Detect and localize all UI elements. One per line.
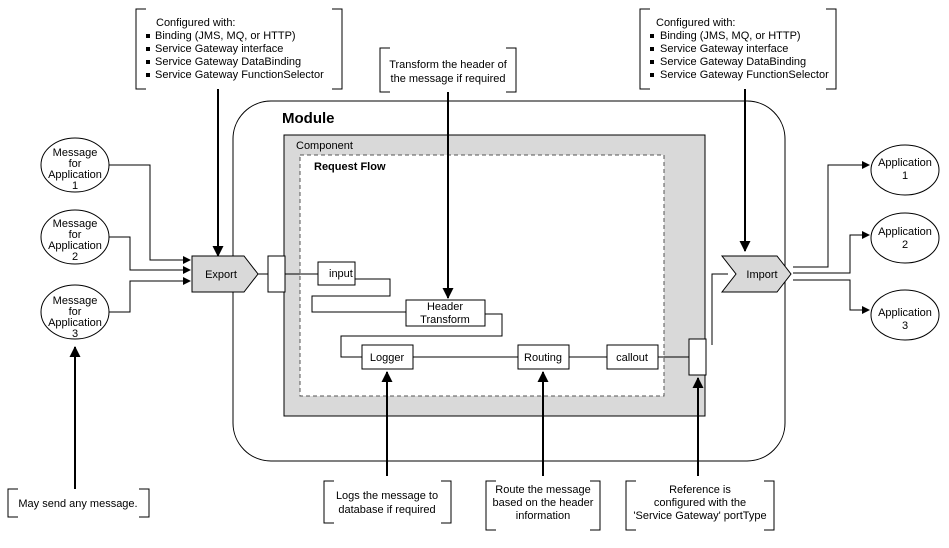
svg-text:Configured with:: Configured with:: [156, 17, 236, 29]
import-node: [720, 255, 792, 293]
reference-port: [688, 338, 707, 376]
application-3: Application 3: [870, 289, 940, 341]
routing-note: Route the message based on the header in…: [485, 480, 601, 531]
message-app2: Message for Application 2: [40, 209, 110, 265]
svg-text:for: for: [69, 158, 82, 170]
svg-text:Application: Application: [878, 226, 932, 238]
message3-arrow: [109, 277, 191, 313]
import-to-app2-arrow: [793, 231, 870, 274]
reference-note: Reference is configured with the 'Servic…: [625, 480, 775, 531]
svg-text:Service Gateway DataBinding: Service Gateway DataBinding: [155, 56, 301, 68]
message1-arrow: [109, 164, 191, 264]
callout-node: [606, 344, 659, 370]
svg-text:Binding (JMS, MQ, or HTTP): Binding (JMS, MQ, or HTTP): [155, 30, 296, 42]
svg-text:Application: Application: [48, 169, 102, 181]
svg-text:the message if required: the message if required: [391, 73, 506, 85]
logger-node: [361, 344, 414, 370]
component-label: Component: [296, 140, 353, 152]
logger-note: Logs the message to database if required: [323, 480, 452, 524]
svg-text:'Service Gateway' portType: 'Service Gateway' portType: [633, 510, 766, 522]
svg-text:Message: Message: [53, 218, 98, 230]
svg-text:Transform: Transform: [420, 314, 470, 326]
svg-text:Application: Application: [878, 157, 932, 169]
svg-text:Service Gateway interface: Service Gateway interface: [660, 43, 788, 55]
import-to-app1-arrow: [793, 161, 870, 268]
svg-text:Service Gateway FunctionSelect: Service Gateway FunctionSelector: [155, 69, 324, 81]
svg-text:May send any message.: May send any message.: [18, 498, 137, 510]
message2-arrow: [109, 236, 191, 274]
svg-text:Message: Message: [53, 295, 98, 307]
transform-to-logger-line: [340, 313, 503, 358]
application-2: Application 2: [870, 212, 940, 264]
svg-text:Configured with:: Configured with:: [656, 17, 736, 29]
svg-text:database if required: database if required: [338, 504, 435, 516]
request-flow-label: Request Flow: [314, 161, 386, 173]
svg-text:Transform the header of: Transform the header of: [389, 59, 508, 71]
any-message-note: May send any message.: [7, 488, 150, 518]
svg-text:Routing: Routing: [524, 352, 562, 364]
svg-text:input: input: [329, 268, 353, 280]
import-config-note: Configured with: Binding (JMS, MQ, or HT…: [639, 8, 837, 90]
reference-to-import-line: [711, 273, 728, 345]
request-flow-box: [299, 154, 665, 397]
application-1: Application 1: [870, 144, 940, 196]
svg-text:Header: Header: [427, 301, 463, 313]
input-node: [317, 261, 356, 286]
svg-text:Route the message: Route the message: [495, 484, 590, 496]
svg-text:for: for: [69, 306, 82, 318]
import-to-app3-arrow: [793, 279, 870, 314]
svg-text:information: information: [516, 510, 570, 522]
svg-text:Application: Application: [48, 240, 102, 252]
svg-text:configured with the: configured with the: [654, 497, 746, 509]
svg-text:Logger: Logger: [370, 352, 405, 364]
svg-text:Service Gateway DataBinding: Service Gateway DataBinding: [660, 56, 806, 68]
svg-text:1: 1: [902, 170, 908, 182]
svg-text:2: 2: [72, 251, 78, 263]
svg-text:Message: Message: [53, 147, 98, 159]
routing-node: [517, 344, 570, 370]
svg-text:for: for: [69, 229, 82, 241]
message-app1: Message for Application 1: [40, 137, 110, 193]
svg-text:2: 2: [902, 239, 908, 251]
svg-text:3: 3: [72, 328, 78, 340]
export-label: Export: [205, 269, 237, 281]
transform-note: Transform the header of the message if r…: [379, 47, 517, 93]
export-port: [267, 255, 286, 293]
svg-text:Logs the message to: Logs the message to: [336, 490, 438, 502]
header-transform-node: [405, 299, 486, 327]
svg-text:based on the header: based on the header: [493, 497, 594, 509]
svg-text:3: 3: [902, 320, 908, 332]
svg-text:Service Gateway interface: Service Gateway interface: [155, 43, 283, 55]
svg-text:1: 1: [72, 180, 78, 192]
svg-text:Service Gateway FunctionSelect: Service Gateway FunctionSelector: [660, 69, 829, 81]
export-config-note: Configured with: Binding (JMS, MQ, or HT…: [135, 8, 343, 90]
svg-text:Reference is: Reference is: [669, 484, 731, 496]
svg-text:Application: Application: [878, 307, 932, 319]
import-label: Import: [746, 269, 777, 281]
input-to-transform-line: [311, 278, 406, 313]
svg-text:Application: Application: [48, 317, 102, 329]
svg-text:Binding (JMS, MQ, or HTTP): Binding (JMS, MQ, or HTTP): [660, 30, 801, 42]
export-node: [191, 255, 259, 293]
svg-text:callout: callout: [616, 352, 648, 364]
module-label: Module: [282, 110, 335, 127]
message-app3: Message for Application 3: [40, 284, 110, 340]
